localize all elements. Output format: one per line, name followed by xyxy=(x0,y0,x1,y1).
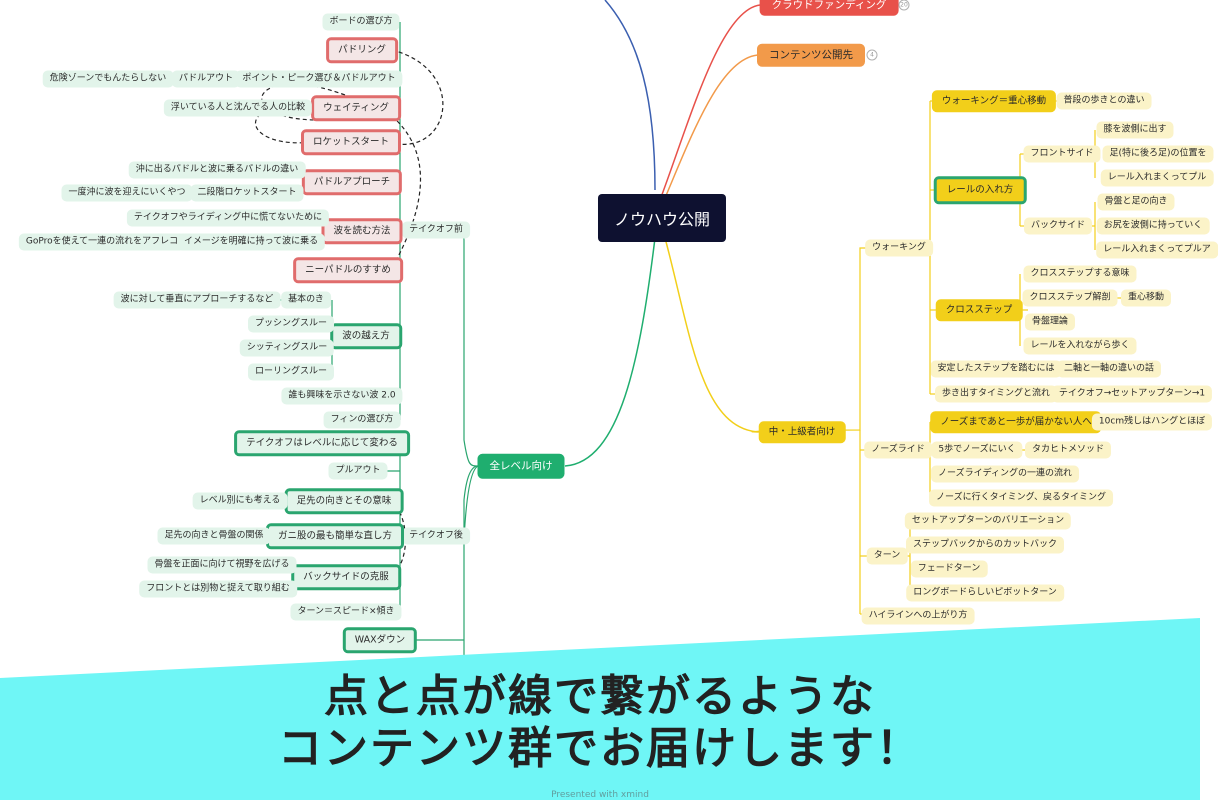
topic-stable-step[interactable]: 安定したステップを踏むには xyxy=(930,360,1062,378)
topic-turn[interactable]: ターン xyxy=(866,547,908,565)
topic-intermediate-advanced[interactable]: 中・上級者向け xyxy=(758,421,846,443)
topic-rail-backside[interactable]: レール入れまくってプルア xyxy=(1096,241,1218,259)
topic-fade-turn[interactable]: フェードターン xyxy=(910,560,988,578)
topic-danger-zone[interactable]: 危険ゾーンでもんたらしない xyxy=(42,70,174,88)
topic-pelvis-theory[interactable]: 骨盤理論 xyxy=(1024,313,1076,331)
topic-floating-compare[interactable]: 浮いている人と沈んでる人の比較 xyxy=(163,99,313,117)
topic-hip-wave[interactable]: お尻を波側に持っていく xyxy=(1096,217,1210,235)
topic-two-step-rocket[interactable]: 二段階ロケットスタート xyxy=(190,184,304,202)
topic-takahito-method[interactable]: タカヒトメソッド xyxy=(1024,441,1112,459)
topic-rail-frontside[interactable]: レール入れまくってプル xyxy=(1100,169,1214,187)
headline-line-1: 点と点が線で繋がるような xyxy=(324,671,876,722)
topic-by-level[interactable]: レベル別にも考える xyxy=(192,492,288,510)
topic-paddle-difference[interactable]: 沖に出るパドルと波に乗るパドルの違い xyxy=(128,161,306,179)
topic-frontside[interactable]: フロントサイド xyxy=(1023,145,1101,163)
topic-point-peak[interactable]: ポイント・ピーク選び＆パドルアウト xyxy=(235,70,403,88)
topic-pivot-turn[interactable]: ロングボードらしいピボットターン xyxy=(906,584,1064,602)
topic-turn-speed[interactable]: ターン＝スピード×傾き xyxy=(290,603,402,621)
topic-cross-step[interactable]: クロスステップ xyxy=(935,299,1023,321)
topic-walking-weight[interactable]: ウォーキング＝重心移動 xyxy=(931,90,1057,112)
topic-wave-crossing[interactable]: 波の越え方 xyxy=(330,323,402,349)
topic-normal-walk[interactable]: 普段の歩きとの違い xyxy=(1056,92,1152,110)
topic-pelvis-forward[interactable]: 骨盤を正面に向けて視野を広げる xyxy=(147,556,297,574)
topic-crowdfunding[interactable]: クラウドファンディング xyxy=(759,0,899,16)
topic-board-selection[interactable]: ボードの選び方 xyxy=(322,13,400,31)
topic-paddle-out[interactable]: パドルアウト xyxy=(171,70,241,88)
topic-sitting-through[interactable]: シッティングスルー xyxy=(239,339,335,357)
topic-nose-timing[interactable]: ノーズに行くタイミング、戻るタイミング xyxy=(929,489,1113,507)
topic-takeoff-sequence[interactable]: テイクオフ→セットアップターン→1 xyxy=(1051,385,1213,403)
topic-takeoff-after[interactable]: テイクオフ後 xyxy=(402,527,470,545)
collapsed-count-badge[interactable]: 20 xyxy=(898,0,910,11)
topic-foot-pelvis[interactable]: 足先の向きと骨盤の関係 xyxy=(157,527,271,545)
topic-setup-turn[interactable]: セットアップターンのバリエーション xyxy=(904,512,1072,530)
topic-basics[interactable]: 基本のき xyxy=(281,291,331,309)
topic-knee-wave[interactable]: 膝を波側に出す xyxy=(1096,121,1174,139)
topic-cross-step-meaning[interactable]: クロスステップする意味 xyxy=(1023,265,1137,283)
topic-paddling[interactable]: パドリング xyxy=(326,37,398,63)
topic-knee-paddle[interactable]: ニーパドルのすすめ xyxy=(293,257,403,283)
central-topic[interactable]: ノウハウ公開 xyxy=(597,194,727,242)
topic-rail-insert[interactable]: レールの入れ方 xyxy=(933,176,1027,204)
topic-walking[interactable]: ウォーキング xyxy=(865,239,933,257)
topic-noseride-flow[interactable]: ノーズライディングの一連の流れ xyxy=(931,465,1079,483)
headline-line-2: コンテンツ群でお届けします！ xyxy=(278,723,922,774)
topic-content-platform[interactable]: コンテンツ公開先 xyxy=(757,43,865,67)
topic-pushing-through[interactable]: プッシングスルー xyxy=(247,315,335,333)
collapsed-count-badge[interactable]: 4 xyxy=(866,49,878,61)
topic-noseride[interactable]: ノーズライド xyxy=(864,441,932,459)
topic-meet-wave[interactable]: 一度沖に波を迎えにいくやつ xyxy=(61,184,193,202)
topic-weight-shift[interactable]: 重心移動 xyxy=(1120,289,1172,307)
footer-credit: Presented with xmind xyxy=(551,790,649,800)
topic-rail-walk[interactable]: レールを入れながら歩く xyxy=(1023,337,1137,355)
topic-gopro[interactable]: GoProを使えて一連の流れをアフレコ xyxy=(18,233,186,251)
topic-front-different[interactable]: フロントとは別物と捉えて取り組む xyxy=(139,580,297,598)
topic-all-levels[interactable]: 全レベル向け xyxy=(477,453,565,479)
topic-foot-position[interactable]: 足(特に後ろ足)の位置を xyxy=(1102,145,1214,163)
topic-nose-one-step[interactable]: ノーズまであと一歩が届かない人へ xyxy=(930,411,1102,433)
topic-rocket-start[interactable]: ロケットスタート xyxy=(300,129,402,155)
topic-two-axis[interactable]: 二軸と一軸の違いの話 xyxy=(1056,360,1162,378)
topic-read-waves[interactable]: 波を読む方法 xyxy=(321,218,403,244)
topic-bowlegged-fix[interactable]: ガニ股の最も簡単な直し方 xyxy=(265,523,405,549)
topic-5-steps[interactable]: 5歩でノーズにいく xyxy=(931,441,1023,459)
topic-high-line[interactable]: ハイラインへの上がり方 xyxy=(861,607,975,625)
topic-backside-walk[interactable]: バックサイド xyxy=(1023,217,1093,235)
topic-walk-timing[interactable]: 歩き出すタイミングと流れ xyxy=(934,385,1058,403)
topic-takeoff-level[interactable]: テイクオフはレベルに応じて変わる xyxy=(234,430,410,456)
topic-takeoff-before[interactable]: テイクオフ前 xyxy=(402,221,470,239)
topic-backside[interactable]: バックサイドの克服 xyxy=(291,564,401,590)
topic-step-back[interactable]: ステップバックからのカットバック xyxy=(905,536,1065,554)
topic-pelvis-foot[interactable]: 骨盤と足の向き xyxy=(1097,193,1175,211)
topic-paddle-approach[interactable]: パドルアプローチ xyxy=(301,169,403,195)
topic-wax-down[interactable]: WAXダウン xyxy=(342,627,418,653)
topic-10cm-hang[interactable]: 10cm残しはハングとほぼ xyxy=(1091,413,1213,431)
topic-waiting[interactable]: ウェイティング xyxy=(311,95,401,121)
topic-cross-step-anatomy[interactable]: クロスステップ解剖 xyxy=(1022,289,1118,307)
topic-pull-out[interactable]: プルアウト xyxy=(328,462,388,480)
topic-stay-calm[interactable]: テイクオフやライディング中に慌てないために xyxy=(126,209,330,227)
topic-fin-selection[interactable]: フィンの選び方 xyxy=(323,411,401,429)
topic-foot-direction[interactable]: 足先の向きとその意味 xyxy=(284,488,404,514)
topic-clear-image[interactable]: イメージを明確に持って波に乗る xyxy=(176,233,326,251)
topic-perpendicular[interactable]: 波に対して垂直にアプローチするなど xyxy=(113,291,281,309)
topic-nobody-wave[interactable]: 誰も興味を示さない波 2.0 xyxy=(281,387,403,405)
topic-rolling-through[interactable]: ローリングスルー xyxy=(247,363,335,381)
